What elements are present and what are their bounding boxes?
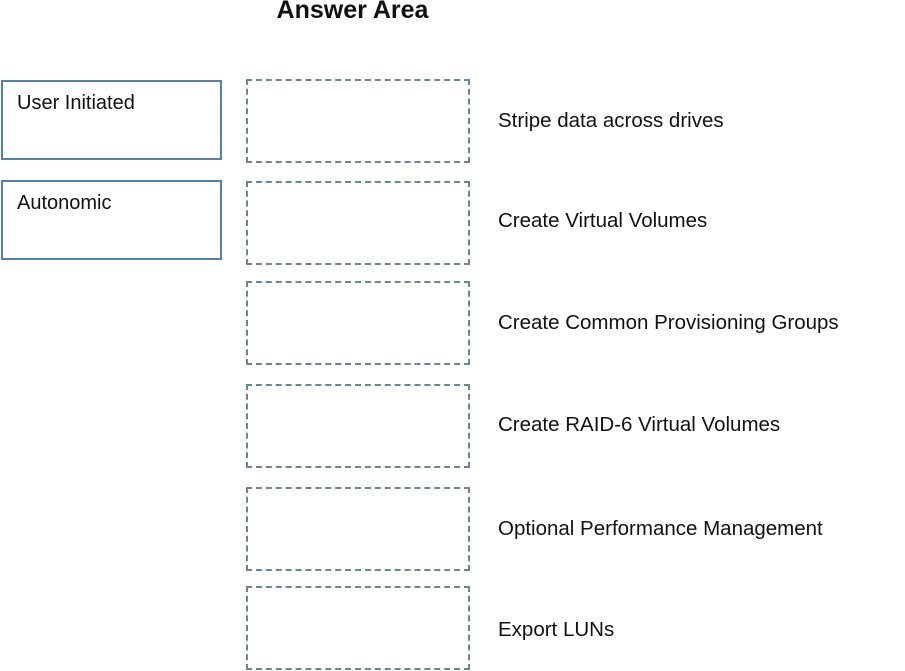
option-user-initiated[interactable]: User Initiated <box>1 80 222 160</box>
drop-slot-1[interactable] <box>246 79 470 163</box>
drop-slot-4[interactable] <box>246 384 470 468</box>
step-label: Create Common Provisioning Groups <box>498 311 839 334</box>
step-label: Optional Performance Management <box>498 517 823 540</box>
drop-slot-2[interactable] <box>246 181 470 265</box>
drop-slot-3[interactable] <box>246 281 470 365</box>
drop-slot-5[interactable] <box>246 487 470 571</box>
drop-slot-6[interactable] <box>246 586 470 670</box>
step-label: Create Virtual Volumes <box>498 209 708 232</box>
option-label: Autonomic <box>17 192 112 214</box>
step-label: Create RAID-6 Virtual Volumes <box>498 413 781 436</box>
step-label: Export LUNs <box>498 618 615 641</box>
step-label: Stripe data across drives <box>498 109 724 132</box>
option-label: User Initiated <box>17 92 135 114</box>
option-autonomic[interactable]: Autonomic <box>1 180 222 260</box>
answer-area-title: Answer Area <box>276 0 429 24</box>
